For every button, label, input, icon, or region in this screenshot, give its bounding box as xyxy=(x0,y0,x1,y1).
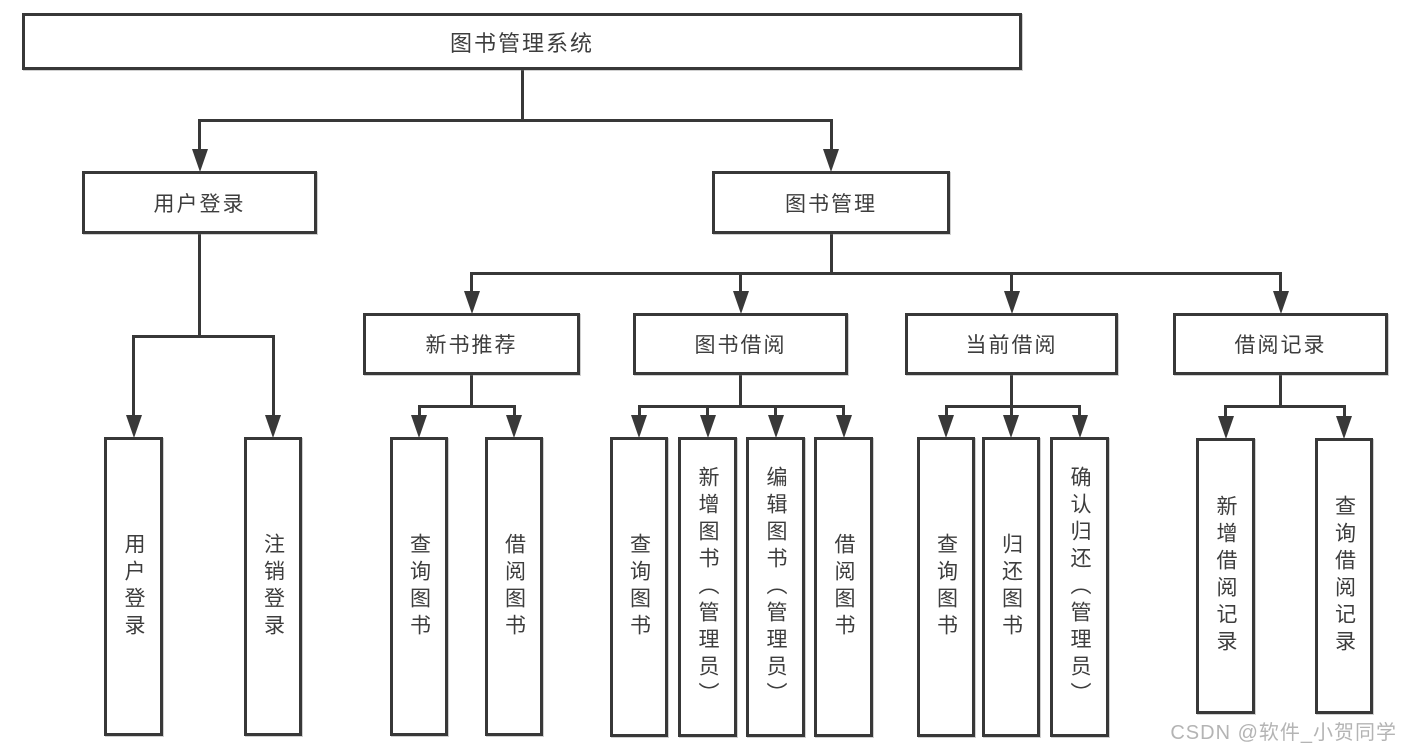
node-leaf-borrow-book-2: 借阅图书 xyxy=(814,437,873,737)
node-leaf-return-book-label: 归还图书 xyxy=(999,533,1023,641)
node-new-book-recommend-label: 新书推荐 xyxy=(425,334,518,357)
node-borrow-records-label: 借阅记录 xyxy=(1234,334,1327,357)
arrow-down-icon xyxy=(1071,415,1088,438)
node-leaf-query-book-2: 查询图书 xyxy=(610,437,668,737)
node-leaf-confirm-return-label: 确认归还（管理员） xyxy=(1068,465,1092,709)
connector-line xyxy=(739,375,742,406)
arrow-down-icon xyxy=(1003,291,1020,314)
connector-line xyxy=(470,273,473,294)
connector-line xyxy=(637,406,641,418)
node-book-borrow: 图书借阅 xyxy=(633,313,848,375)
node-leaf-query-borrow-record: 查询借阅记录 xyxy=(1315,438,1373,714)
node-current-borrow: 当前借阅 xyxy=(905,313,1118,375)
connector-line xyxy=(1010,273,1013,294)
arrow-down-icon xyxy=(265,415,281,438)
node-leaf-logout: 注销登录 xyxy=(244,437,302,736)
connector-line xyxy=(520,70,524,120)
node-root-label: 图书管理系统 xyxy=(449,30,594,56)
node-leaf-query-borrow-record-label: 查询借阅记录 xyxy=(1332,495,1356,657)
connector-line xyxy=(944,406,948,418)
connector-line xyxy=(706,406,709,418)
connector-line xyxy=(829,234,833,273)
arrow-down-icon xyxy=(125,415,142,438)
node-leaf-add-borrow-record-label: 新增借阅记录 xyxy=(1214,495,1238,657)
node-user-login-label: 用户登录 xyxy=(153,192,246,216)
node-root: 图书管理系统 xyxy=(22,13,1022,70)
connector-line xyxy=(1279,273,1282,294)
node-leaf-confirm-return: 确认归还（管理员） xyxy=(1050,437,1109,737)
connector-line xyxy=(198,118,833,122)
node-leaf-query-book-2-label: 查询图书 xyxy=(627,533,651,641)
node-leaf-query-book-3: 查询图书 xyxy=(917,437,975,737)
arrow-down-icon xyxy=(823,149,839,172)
connector-line xyxy=(1224,404,1346,408)
connector-line xyxy=(842,406,845,418)
node-book-management: 图书管理 xyxy=(712,171,950,234)
connector-line xyxy=(1078,406,1081,418)
arrow-down-icon xyxy=(699,415,716,438)
connector-line xyxy=(417,406,421,418)
connector-line xyxy=(1010,375,1013,406)
arrow-down-icon xyxy=(732,291,749,314)
node-leaf-user-login-label: 用户登录 xyxy=(122,532,146,641)
connector-line xyxy=(1279,375,1282,406)
connector-line xyxy=(132,336,135,418)
arrow-down-icon xyxy=(191,149,208,172)
node-book-borrow-label: 图书借阅 xyxy=(694,334,787,357)
arrow-down-icon xyxy=(938,415,954,438)
node-user-login: 用户登录 xyxy=(82,171,317,234)
connector-line xyxy=(944,404,1081,408)
node-leaf-add-borrow-record: 新增借阅记录 xyxy=(1196,438,1255,714)
node-new-book-recommend: 新书推荐 xyxy=(363,313,580,375)
connector-line xyxy=(271,336,275,418)
connector-line xyxy=(637,404,845,408)
node-leaf-query-book-1-label: 查询图书 xyxy=(407,532,431,641)
connector-line xyxy=(417,404,516,408)
connector-line xyxy=(774,406,777,418)
arrow-down-icon xyxy=(767,415,784,438)
node-leaf-query-book-3-label: 查询图书 xyxy=(934,533,958,641)
connector-line xyxy=(512,406,516,418)
connector-line xyxy=(1224,406,1227,419)
node-leaf-return-book: 归还图书 xyxy=(982,437,1040,737)
arrow-down-icon xyxy=(463,291,480,314)
arrow-down-icon xyxy=(1336,416,1352,439)
connector-line xyxy=(829,120,833,152)
connector-line xyxy=(470,375,473,406)
node-leaf-borrow-book-1-label: 借阅图书 xyxy=(502,532,526,641)
connector-line xyxy=(1342,406,1346,419)
arrow-down-icon xyxy=(835,415,852,438)
node-book-management-label: 图书管理 xyxy=(785,192,877,216)
connector-line xyxy=(739,273,742,294)
connector-line xyxy=(198,120,201,152)
node-leaf-edit-book-label: 编辑图书（管理员） xyxy=(764,465,788,709)
connector-line xyxy=(198,234,201,336)
node-borrow-records: 借阅记录 xyxy=(1173,313,1388,375)
arrow-down-icon xyxy=(1003,415,1019,438)
node-leaf-query-book-1: 查询图书 xyxy=(390,437,448,736)
connector-line xyxy=(1009,406,1013,418)
connector-line xyxy=(470,271,1282,275)
node-leaf-borrow-book-2-label: 借阅图书 xyxy=(832,533,856,641)
node-leaf-user-login: 用户登录 xyxy=(104,437,163,736)
node-leaf-logout-label: 注销登录 xyxy=(261,532,285,641)
node-current-borrow-label: 当前借阅 xyxy=(965,334,1058,357)
connector-line xyxy=(132,334,275,338)
arrow-down-icon xyxy=(506,415,522,438)
arrow-down-icon xyxy=(411,415,427,438)
arrow-down-icon xyxy=(1217,416,1234,439)
arrow-down-icon xyxy=(631,415,647,438)
watermark-text: CSDN @软件_小贺同学 xyxy=(1170,722,1397,744)
arrow-down-icon xyxy=(1272,291,1289,314)
node-leaf-add-book: 新增图书（管理员） xyxy=(678,437,737,737)
node-leaf-edit-book: 编辑图书（管理员） xyxy=(746,437,805,737)
node-leaf-add-book-label: 新增图书（管理员） xyxy=(696,465,720,709)
node-leaf-borrow-book-1: 借阅图书 xyxy=(485,437,543,736)
